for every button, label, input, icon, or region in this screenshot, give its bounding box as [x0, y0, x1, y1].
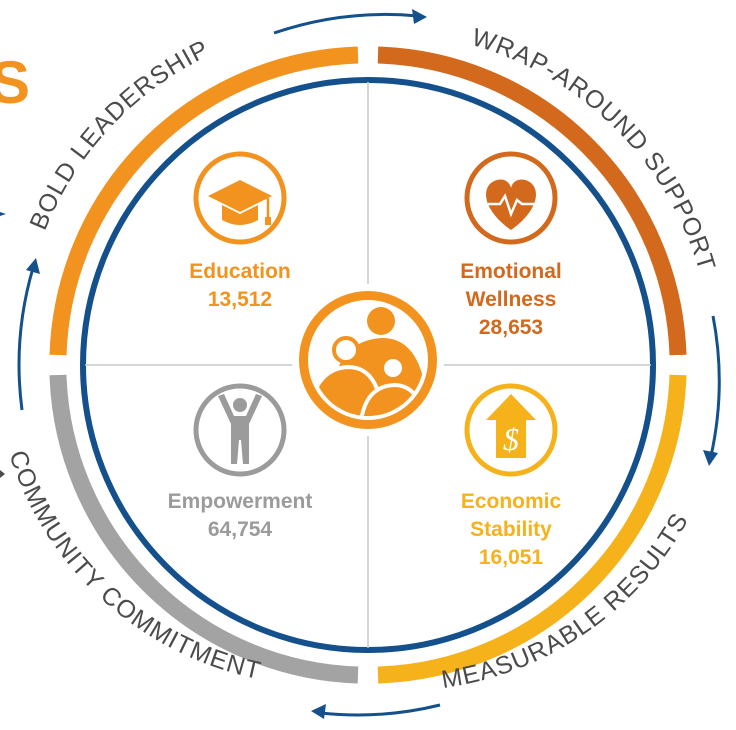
arrow-top	[273, 9, 427, 35]
emotional-wellness-label-line1: Emotional	[460, 260, 562, 283]
arrow-right	[703, 315, 721, 466]
inner-blue-ring	[80, 77, 656, 653]
economic-stability-label-line1: Economic	[461, 490, 562, 513]
label-bold-leadership: BOLD LEADERSHIP	[24, 35, 213, 234]
arc-wrap-around-support	[377, 46, 687, 356]
svg-text:$: $	[503, 421, 519, 457]
empowerment-count: 64,754	[208, 518, 273, 541]
economic-stability-count: 16,051	[479, 546, 544, 569]
arc-measurable-results	[377, 374, 687, 684]
education-count: 13,512	[208, 288, 272, 311]
economic-stability-label-line2: Stability	[470, 518, 552, 541]
empowerment-label: Empowerment	[168, 490, 313, 513]
emotional-wellness-label-line2: Wellness	[466, 288, 557, 311]
edge-mark	[0, 470, 5, 478]
education-label: Education	[189, 260, 291, 283]
heart-pulse-icon	[464, 151, 558, 245]
partial-heading-text: S	[0, 49, 30, 116]
arc-bold-leadership	[49, 46, 359, 356]
emotional-wellness-count: 28,653	[479, 316, 543, 339]
person-arms-up-icon	[193, 383, 287, 477]
family-icon	[292, 284, 444, 436]
arrow-bottom	[311, 703, 441, 719]
arc-community-commitment	[49, 374, 359, 684]
graduation-cap-icon	[193, 151, 287, 245]
edge-mark	[0, 212, 6, 216]
house-dollar-icon: $	[464, 383, 558, 477]
arrow-left	[17, 258, 40, 411]
